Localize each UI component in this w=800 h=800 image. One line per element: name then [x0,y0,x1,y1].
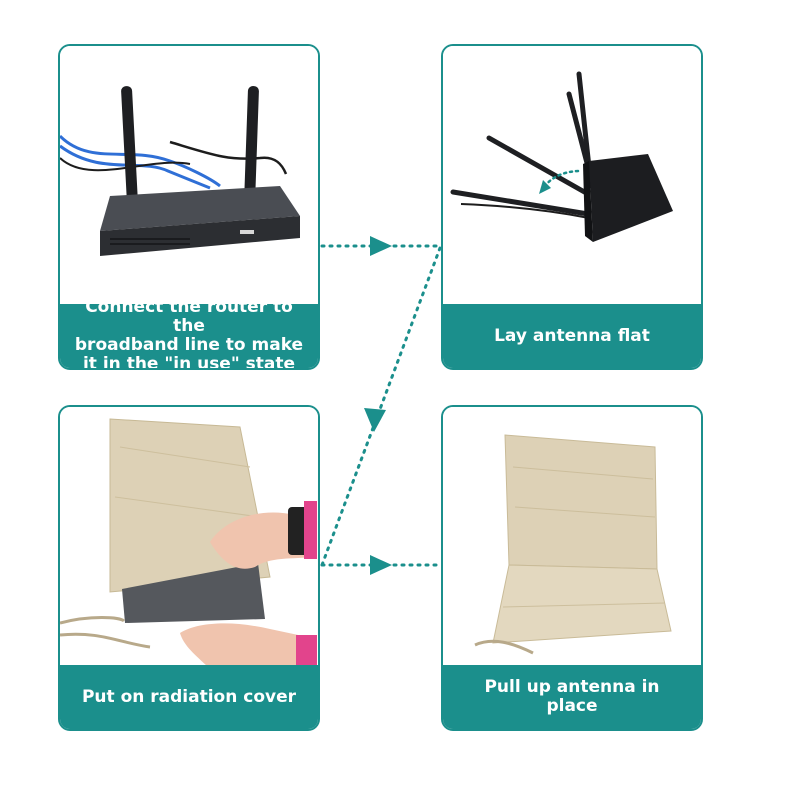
step-label-text: Lay antenna flat [494,325,650,346]
covered-router-photo [443,407,701,669]
step-label-text: Put on radiation cover [81,686,297,707]
arrow-step2-to-step3 [320,246,442,567]
arrow-step1-to-step2 [320,236,442,256]
router-connected-photo [60,46,318,308]
step-card-connect: Connect the router to the broadband line… [58,44,320,370]
step-card-put-cover: Put on radiation cover [58,405,320,731]
step-card-lay-flat: Lay antenna flat [441,44,703,370]
step-label-text: Connect the router to the broadband line… [74,297,304,370]
step-label: Put on radiation cover [60,665,318,729]
step-label: Connect the router to the broadband line… [60,298,318,368]
cover-being-put-on-photo [60,407,318,669]
step-card-pull-up: Pull up antenna in place [441,405,703,731]
step-label: Lay antenna flat [443,304,701,368]
router-antenna-flat-photo [443,46,701,308]
arrow-step3-to-step4 [320,555,442,575]
step-label: Pull up antenna in place [443,665,701,729]
step-label-text: Pull up antenna in place [484,677,660,716]
